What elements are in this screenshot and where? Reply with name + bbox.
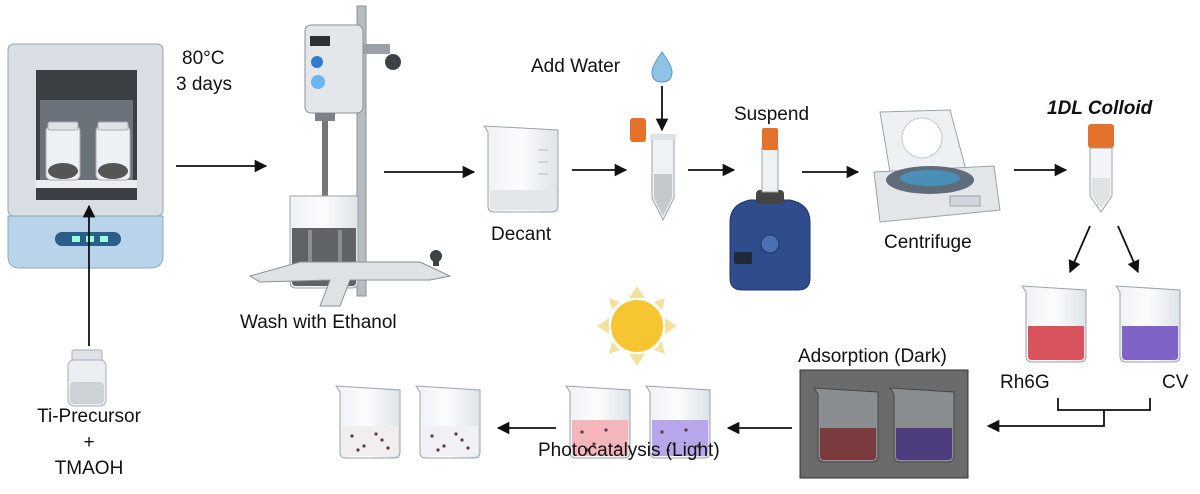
particles xyxy=(350,428,700,452)
centrifuge-icon xyxy=(873,109,1001,223)
add-water-label: Add Water xyxy=(531,56,621,77)
flow-arrows xyxy=(82,86,1151,435)
centrifuge-label: Centrifuge xyxy=(884,232,972,253)
beaker-icon xyxy=(483,125,559,213)
beaker-icon xyxy=(1021,285,1087,363)
precursor-plus: + xyxy=(83,432,95,453)
beaker-icon xyxy=(415,385,481,459)
suspend-label: Suspend xyxy=(734,104,810,125)
stirrer-icon xyxy=(248,5,452,307)
photocatalysis-label: Photocatalysis (Light) xyxy=(538,440,720,461)
beaker-icon xyxy=(1115,285,1181,363)
beaker-icon xyxy=(645,385,711,459)
beaker-icon xyxy=(813,387,879,463)
bracket-rh6g-cv xyxy=(1057,398,1151,411)
decant-label: Decant xyxy=(491,224,552,245)
temperature-label: 80°C xyxy=(182,48,225,69)
precursor-label-2: TMAOH xyxy=(54,458,124,479)
sun-icon xyxy=(597,286,677,366)
beaker-icon xyxy=(889,387,955,463)
rh6g-label: Rh6G xyxy=(1000,372,1050,393)
arrow-to-adsorption xyxy=(986,410,1105,433)
adsorption-label: Adsorption (Dark) xyxy=(798,346,947,367)
tube-icon xyxy=(630,118,676,222)
duration-label: 3 days xyxy=(176,74,232,95)
oven-icon xyxy=(7,43,164,269)
beaker-icon xyxy=(565,385,631,459)
colloid-label: 1DL Colloid xyxy=(1047,98,1153,119)
beaker-icon xyxy=(335,385,401,459)
precursor-label-1: Ti-Precursor xyxy=(37,406,141,427)
arrow-colloid-to-cv xyxy=(1117,225,1140,274)
tube-icon xyxy=(1088,124,1114,213)
wash-label: Wash with Ethanol xyxy=(240,312,397,333)
cv-label: CV xyxy=(1162,372,1189,393)
arrow-colloid-to-rh6g xyxy=(1068,225,1091,274)
jar-icon xyxy=(67,349,107,407)
vortex-icon xyxy=(729,128,811,291)
water-drop-icon xyxy=(651,51,673,83)
